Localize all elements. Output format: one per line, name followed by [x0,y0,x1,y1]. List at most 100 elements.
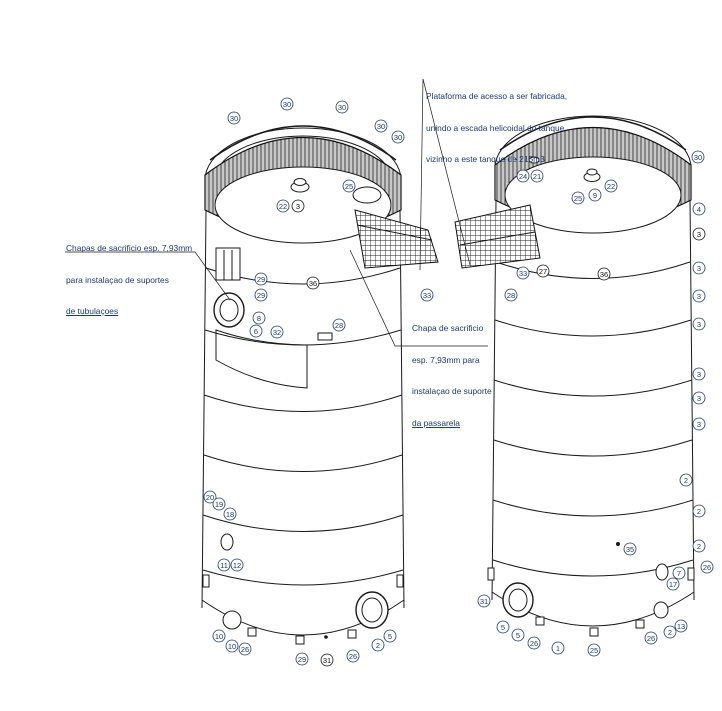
balloon-31: 31 [477,594,491,608]
balloon-4: 4 [692,202,706,216]
note-pipes-line-2: para instalaçao de suportes [66,274,169,285]
note-sacrificial-walkway: Chapa de sacrificio esp. 7,93mm para ins… [412,302,492,439]
balloon-9: 9 [588,188,602,202]
balloon-number: 28 [335,321,343,330]
balloon-circle [477,594,491,608]
note-sacrificial-pipes: Chapas de sacrificio esp. 7,93mm para in… [66,222,192,327]
balloon-19: 19 [212,497,226,511]
balloon-circle [238,642,252,656]
note-walkway-line-1: Chapa de sacrificio [412,323,484,333]
note-platform-line-3: vizinho a este tanque de 215m3 [426,154,545,164]
balloon-circle [692,227,706,241]
balloon-circle [249,324,263,338]
balloon-circle [672,566,686,580]
balloon-number: 7 [677,569,681,578]
balloon-17: 17 [666,577,680,591]
balloon-number: 31 [480,597,488,606]
balloon-30: 30 [335,100,349,114]
balloon-22: 22 [604,179,618,193]
balloon-circle [674,619,688,633]
balloon-30: 30 [374,119,388,133]
balloon-29: 29 [254,272,268,286]
balloon-number: 30 [394,133,402,142]
balloon-30: 30 [227,111,241,125]
balloon-13: 13 [674,619,688,633]
balloon-number: 26 [530,639,538,648]
balloon-circle [692,202,706,216]
note-platform: Plataforma de acesso a ser fabricada, un… [426,70,567,175]
note-walkway-line-3: instalaçao de suporte [412,386,492,396]
balloon-25: 25 [587,643,601,657]
balloon-number: 30 [230,114,238,123]
balloon-circle [692,289,706,303]
balloon-2: 2 [371,638,385,652]
note-pipes-line-1: Chapas de sacrificio esp. 7,93mm [66,243,193,253]
balloon-22: 22 [276,199,290,213]
balloon-circle [291,199,305,213]
balloon-circle [280,97,294,111]
note-walkway-line-2: esp. 7,93mm para [412,354,480,365]
balloon-number: 13 [677,622,685,631]
balloon-circle [551,641,565,655]
balloon-6: 6 [249,324,263,338]
balloon-number: 22 [607,182,615,191]
balloon-number: 11 [220,561,228,570]
balloon-circle [692,504,706,518]
balloon-number: 8 [257,314,261,323]
balloon-1: 1 [551,641,565,655]
balloon-3: 3 [692,227,706,241]
balloon-number: 6 [254,327,258,336]
balloon-3: 3 [291,199,305,213]
balloon-36: 36 [597,267,611,281]
balloon-number: 3 [697,394,701,403]
balloon-number: 28 [507,291,515,300]
balloon-circle [663,625,677,639]
balloon-2: 2 [692,504,706,518]
balloon-circle [230,558,244,572]
balloon-circle [527,636,541,650]
balloon-30: 30 [280,97,294,111]
balloon-circle [604,179,618,193]
balloon-3: 3 [692,261,706,275]
balloon-25: 25 [571,191,585,205]
balloon-number: 35 [626,545,634,554]
balloon-number: 30 [338,103,346,112]
balloon-number: 9 [593,191,597,200]
balloon-27: 27 [536,264,550,278]
balloon-10: 10 [212,629,226,643]
balloon-circle [225,639,239,653]
balloon-number: 1 [556,644,560,653]
balloon-number: 26 [647,634,655,643]
balloon-28: 28 [332,318,346,332]
balloon-circle [623,542,637,556]
balloon-circle [212,497,226,511]
balloon-8: 8 [252,311,266,325]
balloon-circle [511,628,525,642]
balloon-number: 3 [697,420,701,429]
balloon-circle [320,653,334,667]
balloon-number: 5 [516,631,520,640]
balloon-circle [588,188,602,202]
balloon-circle [371,638,385,652]
balloon-number: 30 [694,153,702,162]
balloon-7: 7 [672,566,686,580]
balloon-circle [212,629,226,643]
balloon-circle [227,111,241,125]
balloon-number: 25 [574,194,582,203]
balloon-circle [383,629,397,643]
balloon-circle [306,276,320,290]
balloon-circle [223,507,237,521]
balloon-circle [217,558,231,572]
balloon-circle [597,267,611,281]
balloon-33: 33 [420,288,434,302]
balloon-number: 30 [283,100,291,109]
balloon-number: 26 [703,563,711,572]
balloon-number: 32 [273,328,281,337]
balloon-25: 25 [342,179,356,193]
balloon-circle [692,417,706,431]
balloon-18: 18 [223,507,237,521]
balloon-number: 2 [697,507,701,516]
balloon-circle [252,311,266,325]
balloon-3: 3 [692,367,706,381]
